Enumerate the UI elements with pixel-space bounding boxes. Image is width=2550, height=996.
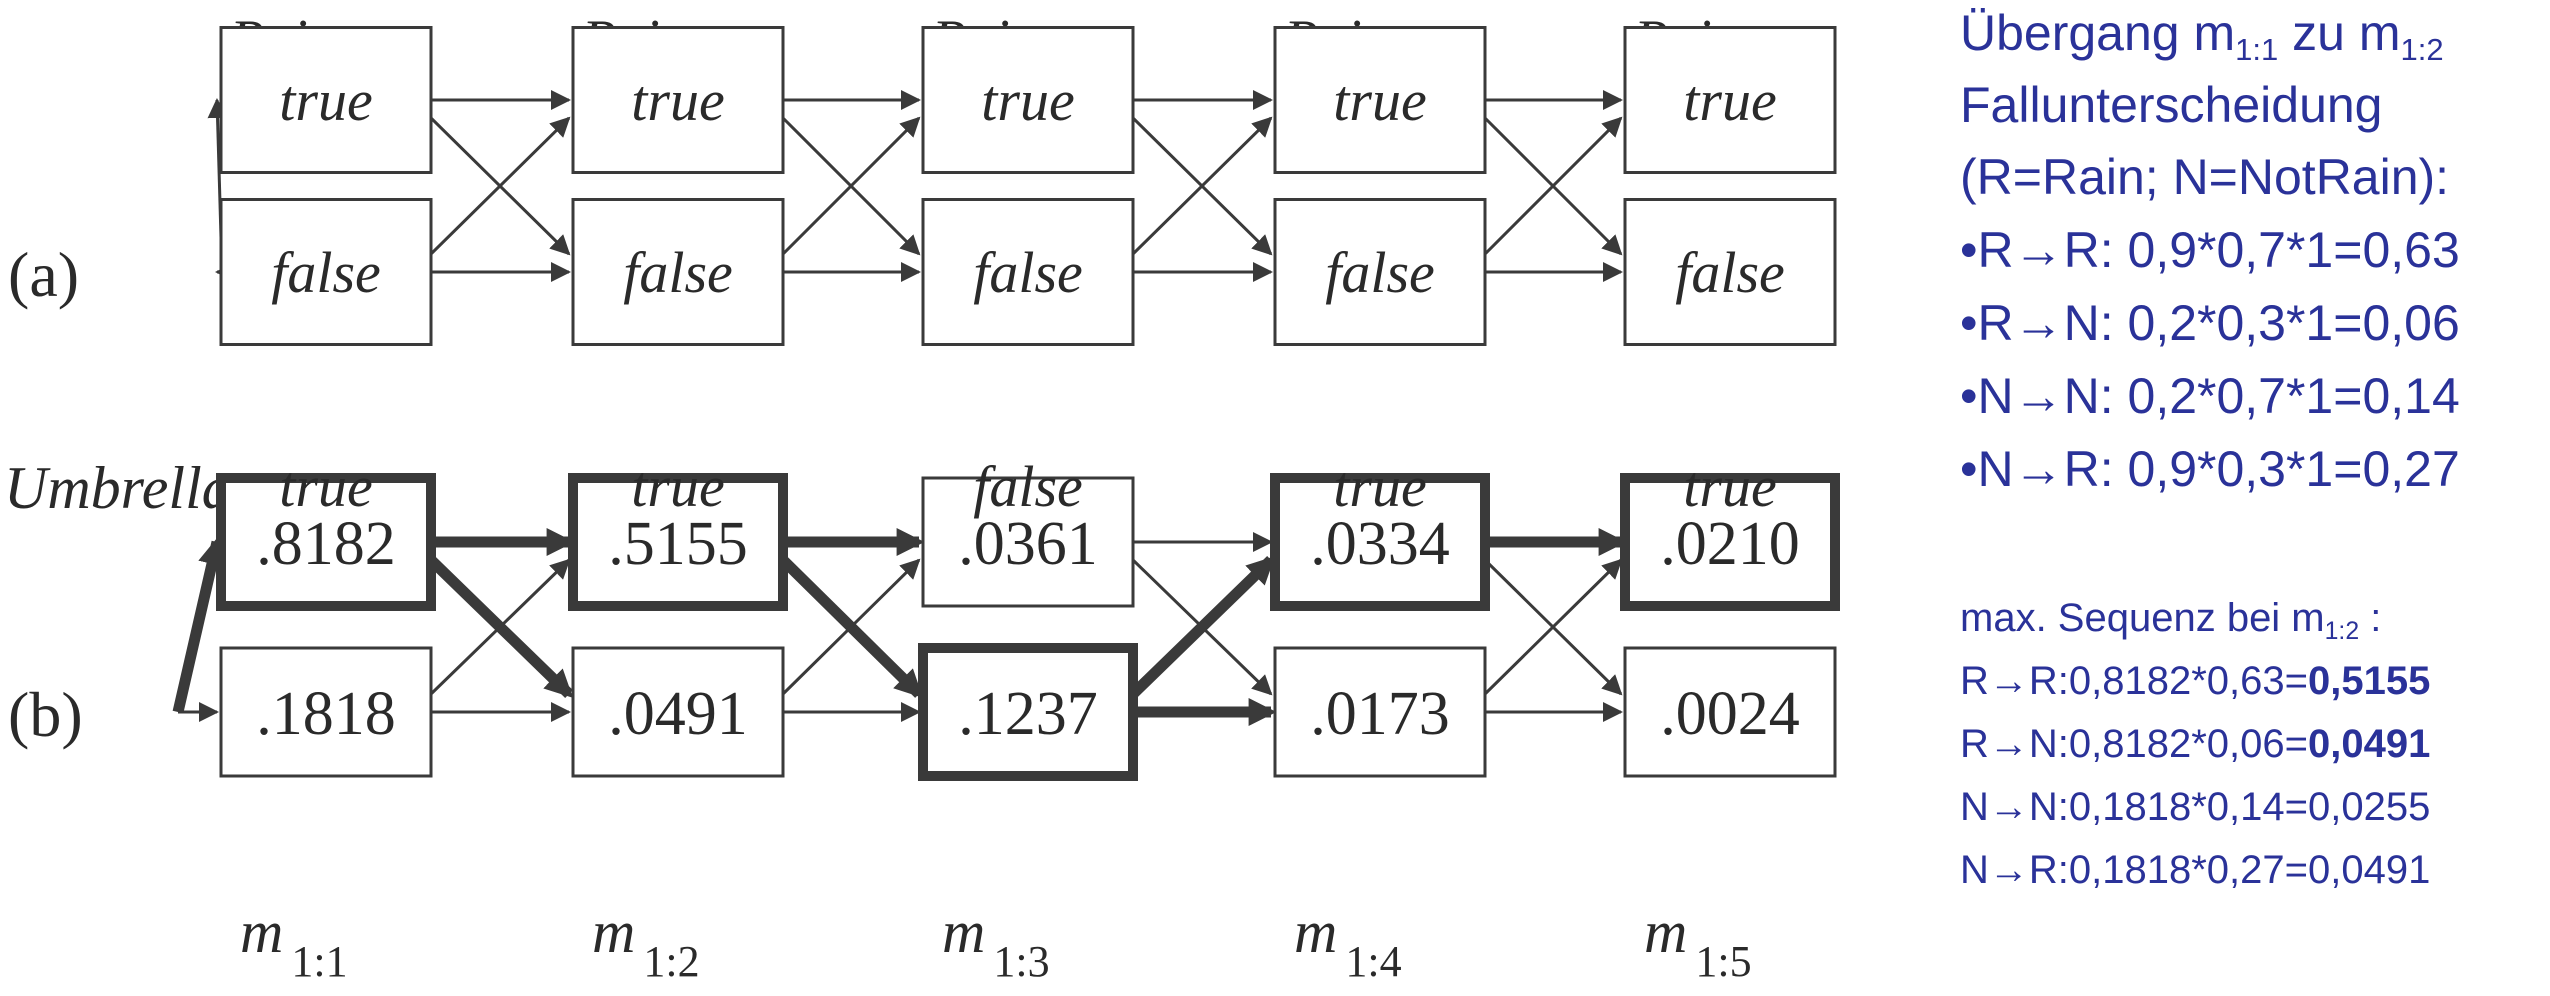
part-a-label: (a) [8, 239, 79, 310]
state-node [1273, 198, 1487, 346]
transition-edge [1129, 556, 1276, 698]
notes-case-nn: •N→N: 0,2*0,7*1=0,14 [1960, 368, 2460, 424]
state-node [1273, 26, 1487, 174]
state-node [1623, 198, 1837, 346]
state-label: false [1675, 240, 1785, 305]
notes-seq-nn: N→N:0,1818*0,14=0,0255 [1960, 785, 2431, 829]
notes-case-heading: Fallunterscheidung [1960, 77, 2383, 133]
viterbi-notes-panel: Übergang m1:1 zu m1:2 Fallunterscheidung… [1960, 0, 2550, 996]
umbrella-label: Umbrellat [4, 455, 250, 536]
best-path-node [568, 473, 788, 611]
umbrella-observations: true true false true true [279, 454, 1776, 519]
best-path-node [918, 643, 1138, 781]
transition-edge [1483, 116, 1623, 256]
trellis-b-nodes: .8182 .1818 .5155 .0491 .0361 .1237 .0334 .0173… [216, 473, 1840, 781]
state-label: true [1333, 68, 1426, 133]
state-node [219, 198, 433, 346]
message-value: .8182 [256, 510, 396, 578]
transition-edge [172, 536, 226, 714]
state-node [921, 26, 1135, 174]
message-value: .1237 [958, 680, 1098, 748]
message-value: .0361 [958, 510, 1098, 578]
notes-case-rn: •R→N: 0,2*0,3*1=0,06 [1960, 295, 2460, 351]
state-label: true [981, 68, 1074, 133]
notes-case-rr: •R→R: 0,9*0,7*1=0,63 [1960, 222, 2460, 278]
message-value: .0334 [1310, 510, 1450, 578]
best-path-node [1270, 473, 1490, 611]
transition-edge [781, 558, 921, 696]
notes-seq-nr: N→R:0,1818*0,27=0,0491 [1960, 848, 2431, 892]
notes-legend: (R=Rain; N=NotRain): [1960, 149, 2450, 205]
umbrella-observation: false [973, 454, 1083, 519]
umbrella-observation: true [1333, 454, 1426, 519]
state-label: true [1683, 68, 1776, 133]
message-node [219, 646, 433, 778]
umbrella-observation: true [631, 454, 724, 519]
message-value: .5155 [608, 510, 748, 578]
state-label: false [623, 240, 733, 305]
notes-title: Übergang m1:1 zu m1:2 [1960, 5, 2444, 67]
state-node [219, 26, 433, 174]
notes-seq-rr: R→R:0,8182*0,63=0,5155 [1960, 659, 2431, 703]
state-label: false [271, 240, 381, 305]
state-label: true [631, 68, 724, 133]
notes-case-nr: •N→R: 0,9*0,3*1=0,27 [1960, 441, 2460, 497]
message-value: .0024 [1660, 680, 1800, 748]
umbrella-observation: true [1683, 454, 1776, 519]
message-node [571, 646, 785, 778]
state-node [571, 198, 785, 346]
transition-edge [429, 558, 571, 696]
state-label: false [1325, 240, 1435, 305]
transition-edge [1131, 116, 1273, 256]
notes-seq-rn: R→N:0,8182*0,06=0,0491 [1960, 722, 2431, 766]
best-path-node [216, 473, 436, 611]
message-value: .0210 [1660, 510, 1800, 578]
trellis-a-nodes: true false true false true false true false true… [219, 26, 1837, 346]
best-path-node [1620, 473, 1840, 611]
hmm-trellis-diagram: (a) (b) Rain1 Rain2 Rain3 Rain4 Rain5 Um… [4, 9, 1840, 986]
message-node [1273, 646, 1487, 778]
message-value: .0173 [1310, 680, 1450, 748]
message-value: .1818 [256, 680, 396, 748]
notes-max-heading: max. Sequenz bei m1:2 : [1960, 596, 2382, 645]
transition-edge [429, 116, 571, 256]
message-node [921, 476, 1135, 608]
umbrella-observation: true [279, 454, 372, 519]
state-node [571, 26, 785, 174]
transition-edge [1483, 558, 1623, 696]
state-label: false [973, 240, 1083, 305]
part-b-label: (b) [8, 679, 83, 750]
state-label: true [279, 68, 372, 133]
message-value: .0491 [608, 680, 748, 748]
state-node [921, 198, 1135, 346]
trellis-a-edges [207, 90, 1623, 282]
state-node [1623, 26, 1837, 174]
trellis-b-edges [172, 528, 1627, 726]
message-node [1623, 646, 1837, 778]
transition-edge [781, 116, 921, 256]
